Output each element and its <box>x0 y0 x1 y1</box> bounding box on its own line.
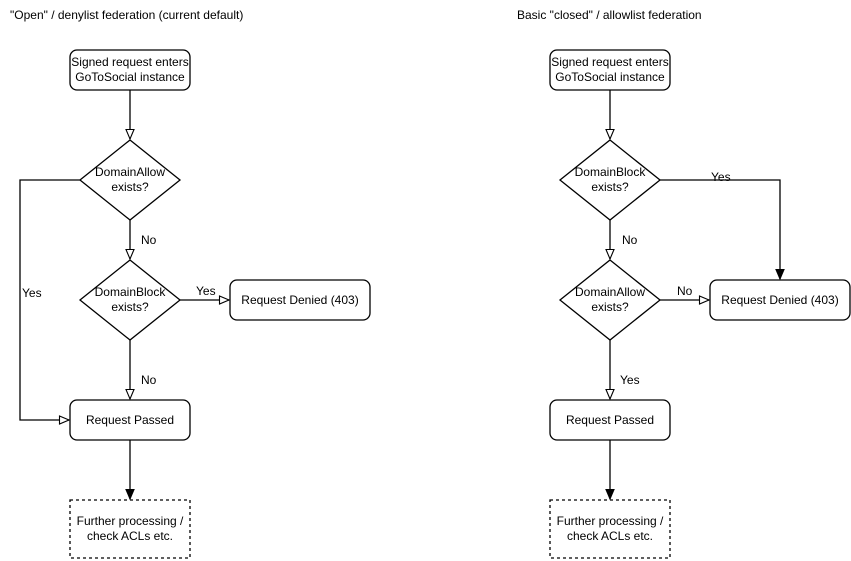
left-start-label: Signed request enters GoToSocial instanc… <box>71 55 189 84</box>
right-further-label: Further processing / check ACLs etc. <box>556 514 664 543</box>
left-further-label: Further processing / check ACLs etc. <box>76 514 184 543</box>
right-domainblock-label: DomainBlock exists? <box>574 165 646 194</box>
right-edge-label-block-yes: Yes <box>711 170 731 184</box>
right-edge-label-allow-no: No <box>677 284 693 298</box>
left-edge-label-block-no: No <box>141 373 157 387</box>
left-passed-label: Request Passed <box>85 412 175 427</box>
left-flowchart-title: "Open" / denylist federation (current de… <box>10 8 244 22</box>
right-domainallow-label: DomainAllow exists? <box>574 285 646 314</box>
left-further-box <box>69 499 191 559</box>
right-passed-label: Request Passed <box>565 412 655 427</box>
left-edge-label-block-yes: Yes <box>196 284 216 298</box>
left-domainblock-label: DomainBlock exists? <box>94 285 166 314</box>
right-edge-label-block-no: No <box>622 233 638 247</box>
right-flowchart-title: Basic "closed" / allowlist federation <box>517 8 702 22</box>
right-further-box <box>549 499 671 559</box>
left-edge-label-allow-yes: Yes <box>22 286 42 300</box>
left-edge-label-allow-no: No <box>141 233 157 247</box>
left-denied-label: Request Denied (403) <box>241 292 359 307</box>
left-edge-allow-yes-to-passed <box>19 179 80 425</box>
right-denied-label: Request Denied (403) <box>721 292 839 307</box>
right-start-label: Signed request enters GoToSocial instanc… <box>551 55 669 84</box>
right-edge-block-yes-to-denied <box>660 179 785 281</box>
right-edge-label-allow-yes: Yes <box>620 373 640 387</box>
left-domainallow-label: DomainAllow exists? <box>94 165 166 194</box>
